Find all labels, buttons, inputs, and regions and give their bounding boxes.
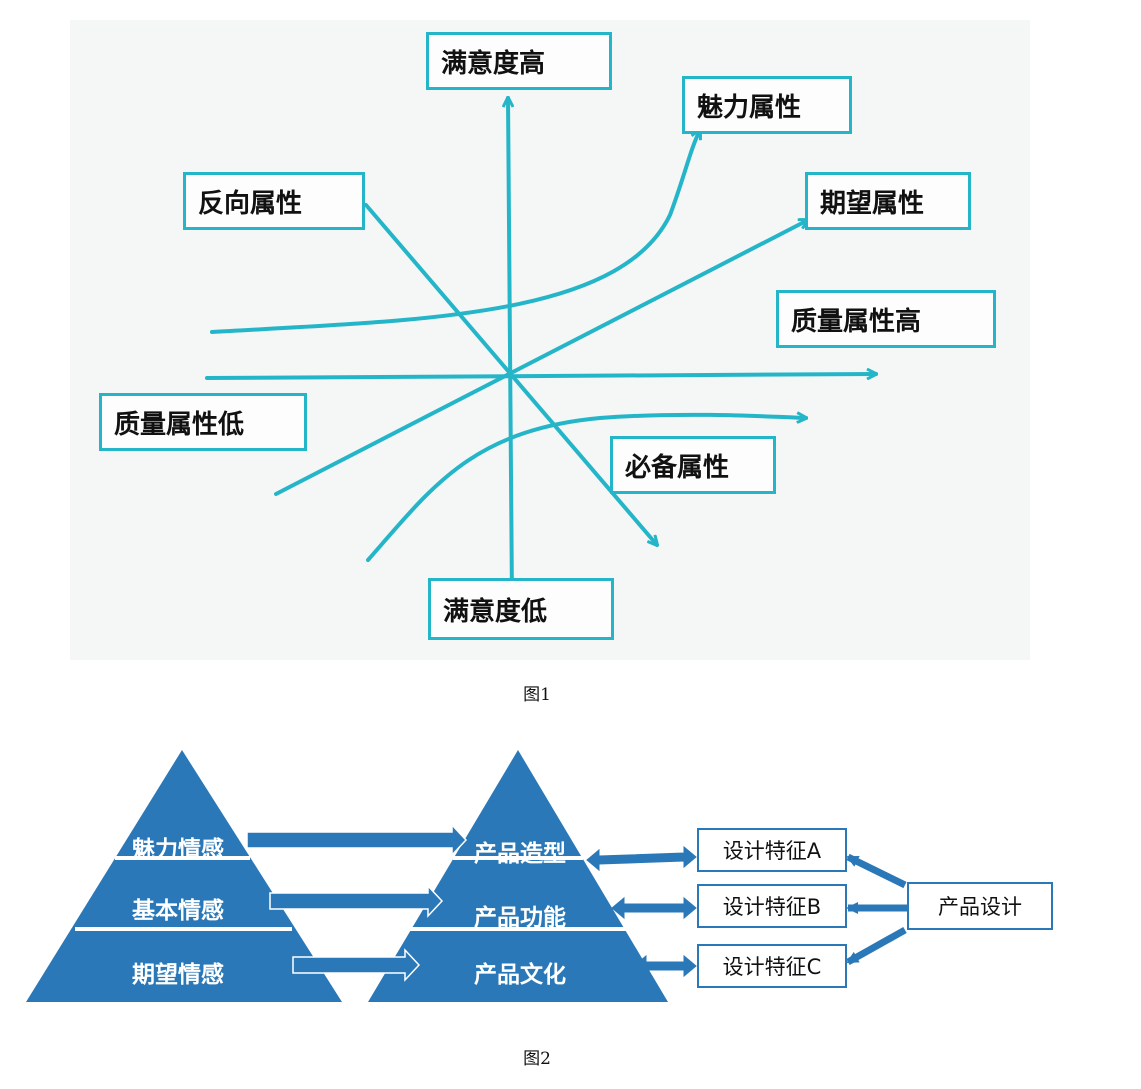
double-arrow-b <box>611 896 697 920</box>
product-design-box: 产品设计 <box>907 882 1053 930</box>
quality-axis <box>205 374 876 378</box>
left-pyramid-level-2: 基本情感 <box>132 898 224 924</box>
arrow-design-to-a <box>846 853 907 889</box>
left-pyramid <box>26 750 342 1002</box>
label-satisfaction-high: 满意度高 <box>426 32 612 90</box>
label-quality-high: 质量属性高 <box>776 290 996 348</box>
double-arrow-c <box>633 954 697 978</box>
left-pyramid-level-3: 期望情感 <box>132 962 224 988</box>
right-pyramid-level-2: 产品功能 <box>474 905 566 931</box>
must-be-curve <box>366 415 806 562</box>
figure2-caption: 图2 <box>523 1049 551 1069</box>
right-pyramid-level-3: 产品文化 <box>474 962 566 988</box>
left-pyramid-level-1: 魅力情感 <box>132 837 224 863</box>
attractive-curve <box>210 130 702 334</box>
right-pyramid <box>368 750 668 1002</box>
label-expected: 期望属性 <box>805 172 971 230</box>
label-attractive: 魅力属性 <box>682 76 852 134</box>
arrow-expect-to-culture <box>292 948 421 982</box>
satisfaction-axis <box>508 98 512 602</box>
feature-c-box: 设计特征C <box>697 944 847 988</box>
label-satisfaction-low: 满意度低 <box>428 578 614 640</box>
figure1-caption: 图1 <box>523 685 551 705</box>
arrow-design-to-c <box>846 926 907 966</box>
label-must-be: 必备属性 <box>610 436 776 494</box>
reverse-line <box>364 203 657 545</box>
right-pyramid-level-1: 产品造型 <box>474 841 566 867</box>
feature-a-box: 设计特征A <box>697 828 847 872</box>
arrow-charm-to-shape <box>246 823 468 857</box>
expected-line <box>274 218 808 496</box>
double-arrow-a <box>586 845 697 872</box>
arrow-basic-to-function <box>269 884 444 918</box>
label-quality-low: 质量属性低 <box>99 393 307 451</box>
label-reverse: 反向属性 <box>183 172 365 230</box>
feature-b-box: 设计特征B <box>697 884 847 928</box>
